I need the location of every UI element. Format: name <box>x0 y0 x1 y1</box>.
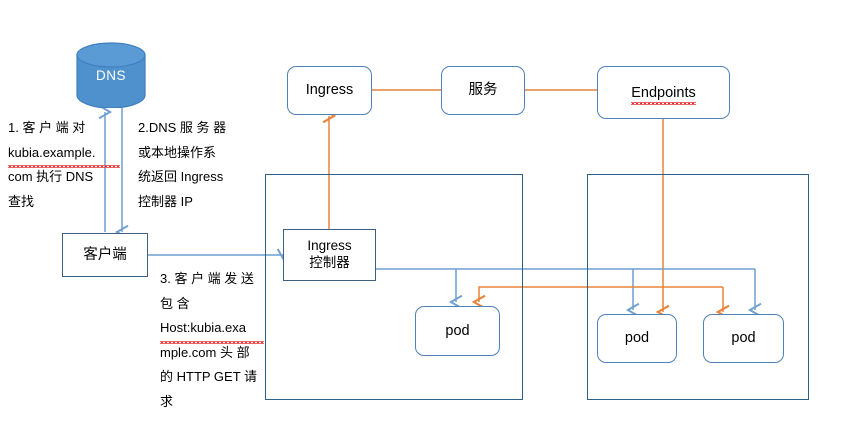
node-pod-right-label: pod <box>731 330 756 347</box>
node-pod-mid[interactable]: pod <box>597 314 677 363</box>
node-pod-mid-label: pod <box>624 330 650 347</box>
node-endpoints[interactable]: Endpoints <box>597 66 730 119</box>
node-endpoints-label-wrap: Endpoints <box>631 83 696 105</box>
node-endpoints-label: Endpoints <box>631 84 696 105</box>
annotation-step-1-line-4: 查找 <box>8 193 35 209</box>
annotation-step-3-line-1: 3. 客 户 端 发 送 <box>160 271 254 286</box>
annotation-step-1-line-2: kubia.example. <box>8 141 120 168</box>
annotation-step-3-line-5: 的 HTTP GET 请 <box>160 369 258 384</box>
node-service[interactable]: 服务 <box>441 66 525 115</box>
node-pod-left-label: pod <box>445 322 470 339</box>
node-ingress-controller[interactable]: Ingress 控制器 <box>283 229 376 281</box>
node-ingress-label: Ingress <box>305 82 354 99</box>
annotation-step-2-line-4: 控制器 IP <box>138 193 193 209</box>
node-ingress-controller-label-line1: Ingress <box>307 238 352 254</box>
node-container-left <box>265 174 523 400</box>
annotation-step-2-line-2: 或本地操作系 <box>138 144 217 160</box>
annotation-step-1-line-3: com 执行 DNS <box>8 169 94 184</box>
node-service-label: 服务 <box>468 82 498 99</box>
node-client[interactable]: 客户端 <box>62 233 148 277</box>
node-ingress[interactable]: Ingress <box>287 66 372 115</box>
annotation-step-1-line-1: 1. 客 户 端 对 <box>8 120 86 135</box>
annotation-step-2-line-1: 2.DNS 服 务 器 <box>138 120 227 135</box>
annotation-step-1: 1. 客 户 端 对 kubia.example. com 执行 DNS 查找 <box>8 116 120 214</box>
annotation-step-2: 2.DNS 服 务 器 或本地操作系 统返回 Ingress 控制器 IP <box>138 116 253 214</box>
node-ingress-controller-label-line2: 控制器 <box>309 255 350 270</box>
node-pod-left[interactable]: pod <box>415 306 500 356</box>
node-pod-right[interactable]: pod <box>703 314 784 363</box>
annotation-step-2-line-3: 统返回 Ingress <box>138 169 224 184</box>
node-client-label: 客户端 <box>83 246 127 263</box>
annotation-step-3-line-4: mple.com 头 部 <box>160 344 250 360</box>
annotation-step-3-line-2: 包 含 <box>160 295 190 311</box>
annotation-step-3-line-6: 求 <box>160 393 174 409</box>
node-container-right <box>587 174 809 400</box>
dns-label: DNS <box>95 68 126 83</box>
annotation-step-3: 3. 客 户 端 发 送 包 含 Host:kubia.exa mple.com… <box>160 267 264 414</box>
annotation-step-3-line-3: Host:kubia.exa <box>160 316 264 343</box>
